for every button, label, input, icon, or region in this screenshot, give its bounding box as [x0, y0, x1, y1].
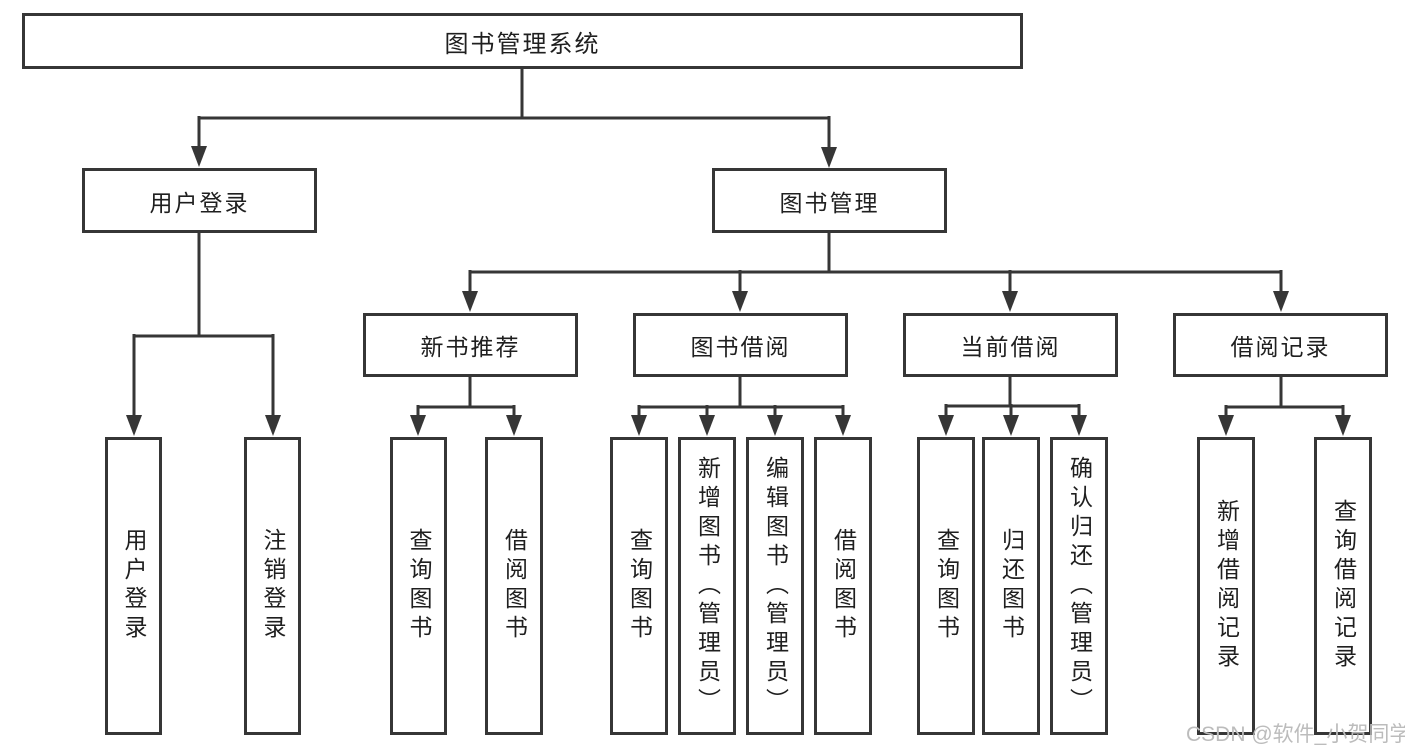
leaf-edit-book-admin: 编辑图书（管理员） [746, 437, 804, 735]
leaf-query-book-borrow: 查询图书 [610, 437, 668, 735]
leaf-logout: 注销登录 [244, 437, 301, 735]
csdn-watermark: CSDN @软件_小贺同学 [1186, 723, 1405, 746]
node-root-system: 图书管理系统 [22, 13, 1023, 69]
leaf-query-book-recommend: 查询图书 [390, 437, 447, 735]
leaf-borrow-book: 借阅图书 [814, 437, 872, 735]
node-book-borrow: 图书借阅 [633, 313, 848, 377]
arrowhead-icons [126, 146, 1351, 436]
node-new-book-recommend: 新书推荐 [363, 313, 578, 377]
leaf-query-borrow-record: 查询借阅记录 [1314, 437, 1372, 735]
node-borrow-records: 借阅记录 [1173, 313, 1388, 377]
leaf-add-book-admin: 新增图书（管理员） [678, 437, 736, 735]
node-current-borrow: 当前借阅 [903, 313, 1118, 377]
leaf-confirm-return-admin: 确认归还（管理员） [1050, 437, 1108, 735]
node-book-management: 图书管理 [712, 168, 947, 233]
leaf-add-borrow-record: 新增借阅记录 [1197, 437, 1255, 735]
leaf-return-book: 归还图书 [982, 437, 1040, 735]
leaf-borrow-book-recommend: 借阅图书 [485, 437, 543, 735]
leaf-user-login: 用户登录 [105, 437, 162, 735]
node-user-login: 用户登录 [82, 168, 317, 233]
leaf-query-book-current: 查询图书 [917, 437, 975, 735]
